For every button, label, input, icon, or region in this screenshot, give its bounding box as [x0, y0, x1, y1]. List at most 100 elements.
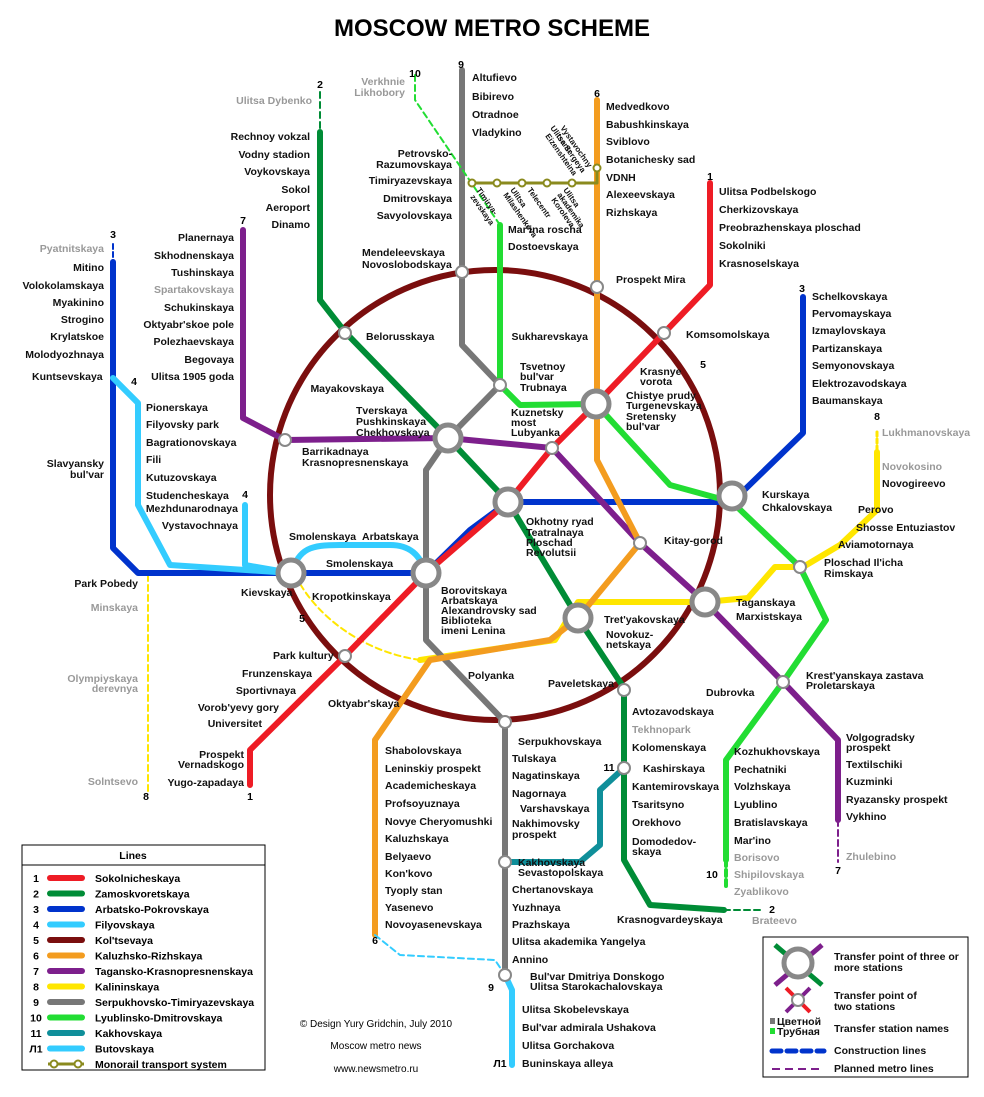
station-label[interactable]: Semyonovskaya [812, 360, 894, 372]
station-label[interactable]: Polezhaevskaya [153, 336, 234, 348]
station-label[interactable]: Verkhnie [361, 76, 405, 88]
station-label[interactable]: Voykovskaya [244, 166, 310, 178]
station-label[interactable]: Baumanskaya [812, 395, 883, 407]
station-label[interactable]: Olympiyskaya [67, 673, 138, 685]
transfer-small[interactable] [657, 326, 671, 340]
station-label[interactable]: Taganskaya [736, 597, 795, 609]
station-label[interactable]: Bul'var admirala Ushakova [522, 1022, 656, 1034]
station-label[interactable]: Biblioteka [441, 615, 491, 627]
station-label[interactable]: Zyablikovo [734, 886, 789, 898]
station-label[interactable]: Ryazansky prospekt [846, 794, 948, 806]
station-label[interactable]: Buninskaya alleya [522, 1058, 613, 1070]
station-label[interactable]: Barrikadnaya [302, 446, 369, 458]
station-label[interactable]: Schelkovskaya [812, 291, 887, 303]
station-label[interactable]: Vodny stadion [238, 149, 310, 161]
station-label[interactable]: Filyovsky park [146, 419, 219, 431]
transfer-small[interactable] [633, 536, 647, 550]
station-label[interactable]: Kievskaya [241, 587, 293, 599]
station-label[interactable]: Izmaylovskaya [812, 325, 886, 337]
station-label[interactable]: Kolomenskaya [632, 742, 706, 754]
station-label[interactable]: Okhotny ryad [526, 516, 594, 528]
station-label[interactable]: Pyatnitskaya [40, 243, 104, 255]
transfer-big[interactable] [275, 557, 307, 589]
station-label[interactable]: Orekhovo [632, 817, 681, 829]
station-label[interactable]: Sokolniki [719, 240, 766, 252]
station-label[interactable]: Novoyasenevskaya [385, 919, 482, 931]
station-label[interactable]: Park Pobedy [74, 578, 138, 590]
station-label[interactable]: Planernaya [178, 232, 234, 244]
station-label[interactable]: Mar'ino [734, 835, 771, 847]
station-label[interactable]: Turgenevskaya [626, 400, 702, 412]
station-label[interactable]: Altufievo [472, 72, 517, 84]
station-label[interactable]: Otradnoe [472, 109, 519, 121]
station-label[interactable]: Chekhovskaya [356, 427, 430, 439]
station-label[interactable]: Pushkinskaya [356, 416, 426, 428]
station-label[interactable]: Yugo-zapadaya [168, 777, 245, 789]
station-label[interactable]: Leninskiy prospekt [385, 763, 481, 775]
station-label[interactable]: Chistye prudy [626, 390, 696, 402]
station-label[interactable]: Universitet [208, 718, 263, 730]
station-label[interactable]: Borisovo [734, 852, 780, 864]
station-label[interactable]: Arbatskaya [362, 531, 419, 543]
station-label[interactable]: Borovitskaya [441, 585, 507, 597]
station-label[interactable]: Sukharevskaya [512, 331, 589, 343]
station-label[interactable]: bul'var [626, 421, 660, 433]
transfer-small[interactable] [590, 280, 604, 294]
station-label[interactable]: Nagatinskaya [512, 770, 580, 782]
station-label[interactable]: Nakhimovsky [512, 818, 580, 830]
station-label[interactable]: prospekt [846, 742, 891, 754]
station-label[interactable]: Novye Cheryomushki [385, 816, 492, 828]
station-label[interactable]: Smolenskaya [326, 558, 393, 570]
station-label[interactable]: Zhulebino [846, 851, 896, 863]
station-label[interactable]: Kropotkinskaya [312, 591, 391, 603]
station-label[interactable]: Profsoyuznaya [385, 798, 460, 810]
station-label[interactable]: Tsaritsyno [632, 799, 684, 811]
station-label[interactable]: Rizhskaya [606, 207, 658, 219]
station-label[interactable]: Rimskaya [824, 568, 873, 580]
station-label[interactable]: Kashirskaya [643, 763, 705, 775]
station-label[interactable]: Trubnaya [520, 382, 567, 394]
station-label[interactable]: Tverskaya [356, 405, 408, 417]
station-label[interactable]: Academicheskaya [385, 780, 476, 792]
station-label[interactable]: Chkalovskaya [762, 502, 832, 514]
station-label[interactable]: Cherkizovskaya [719, 204, 799, 216]
station-label[interactable]: Molodyozhnaya [25, 349, 104, 361]
station-label[interactable]: Ulitsa akademika Yangelya [512, 936, 646, 948]
transfer-big[interactable] [562, 602, 594, 634]
station-label[interactable]: Babushkinskaya [606, 119, 689, 131]
transfer-small[interactable] [617, 761, 631, 775]
station-label[interactable]: Studencheskaya [146, 490, 229, 502]
station-label[interactable]: Tsvetnoy [520, 361, 565, 373]
station-label[interactable]: bul'var [520, 371, 554, 383]
station-label[interactable]: Ulitsa Starokachalovskaya [530, 981, 663, 993]
station-label[interactable]: Mar'ina roscha [508, 224, 582, 236]
station-label[interactable]: Pechatniki [734, 764, 787, 776]
station-label[interactable]: Begovaya [184, 354, 234, 366]
station-label[interactable]: imeni Lenina [441, 625, 505, 637]
station-label[interactable]: Dubrovka [706, 687, 755, 699]
station-label[interactable]: netskaya [606, 639, 651, 651]
station-label[interactable]: Kitay-gorod [664, 535, 723, 547]
station-label[interactable]: Lubyanka [511, 427, 560, 439]
transfer-big[interactable] [432, 422, 464, 454]
station-label[interactable]: Mitino [73, 262, 104, 274]
station-label[interactable]: Tushinskaya [171, 267, 234, 279]
station-label[interactable]: Belyaevo [385, 851, 431, 863]
station-label[interactable]: Bul'var Dmitriya Donskogo [530, 971, 664, 983]
station-label[interactable]: Sevastopolskaya [518, 867, 603, 879]
station-label[interactable]: Timiryazevskaya [369, 175, 452, 187]
station-label[interactable]: Mendeleevskaya [362, 247, 445, 259]
station-label[interactable]: Aeroport [266, 202, 311, 214]
station-label[interactable]: Krest'yanskaya zastava [806, 670, 924, 682]
station-label[interactable]: Dinamo [271, 219, 310, 231]
station-label[interactable]: Arbatskaya [441, 595, 498, 607]
station-label[interactable]: Kakhovskaya [518, 857, 585, 869]
station-label[interactable]: Textilschiki [846, 759, 902, 771]
station-label[interactable]: Slavyansky [47, 458, 104, 470]
station-label[interactable]: Lyublino [734, 799, 777, 811]
station-label[interactable]: Krasnoselskaya [719, 258, 799, 270]
station-label[interactable]: Ulitsa Podbelskogo [719, 186, 816, 198]
station-label[interactable]: Preobrazhenskaya ploschad [719, 222, 861, 234]
station-label[interactable]: Park kultury [273, 650, 334, 662]
station-label[interactable]: Yasenevo [385, 902, 433, 914]
